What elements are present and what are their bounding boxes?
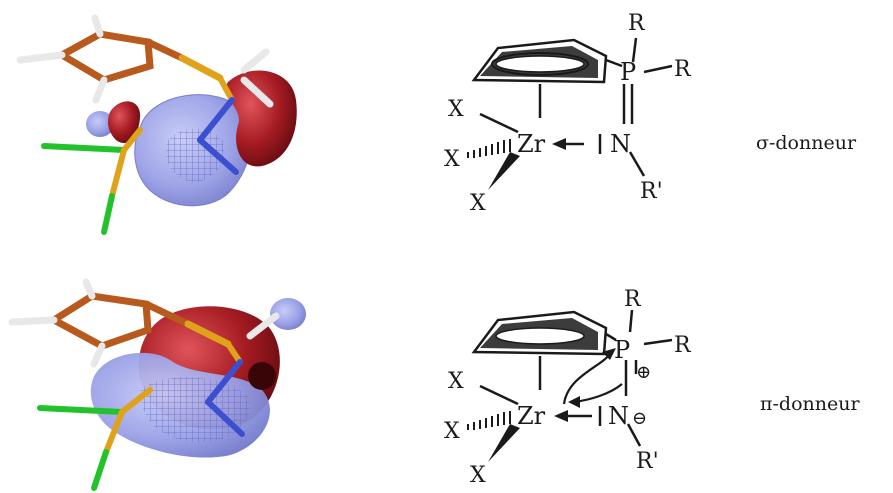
pi-small-blue-lobe xyxy=(270,298,306,330)
sigma-r-top: R xyxy=(628,11,646,36)
sigma-cp-pentagon xyxy=(471,38,608,84)
sigma-mesh xyxy=(165,128,225,182)
pi-r-prime: R' xyxy=(636,449,659,474)
pi-curved-arrow-2 xyxy=(573,383,623,404)
pi-n-label: N xyxy=(608,402,629,430)
sigma-structure xyxy=(467,37,673,190)
sigma-orbital-render xyxy=(16,14,297,235)
pi-mesh xyxy=(140,377,251,443)
pi-x-2: X xyxy=(444,419,460,444)
sigma-labels: Zr P N R R R' X X X σ-donneur xyxy=(444,11,857,216)
sigma-donor-label: σ-donneur xyxy=(756,132,857,154)
pi-r-top: R xyxy=(624,287,642,312)
sigma-p-label: P xyxy=(620,58,636,86)
sigma-x-3: X xyxy=(470,191,486,216)
pi-hydrogens xyxy=(8,278,280,368)
pi-structure xyxy=(467,309,673,462)
sigma-r-right: R xyxy=(674,57,692,82)
pi-curved-arrow-1 xyxy=(562,351,613,405)
sigma-small-blue-lobe xyxy=(86,111,114,137)
pi-labels: Zr P N ⊕ ⊖ R R R' X X X π-donneur xyxy=(444,287,860,488)
sigma-red-lobe-right xyxy=(225,70,297,167)
pi-n-charge: ⊖ xyxy=(632,408,647,429)
sigma-r-prime: R' xyxy=(640,179,663,204)
pi-p-charge: ⊕ xyxy=(636,362,651,383)
sigma-red-lobe-left xyxy=(108,101,141,144)
pi-cp-ring xyxy=(47,292,232,350)
pi-x-3: X xyxy=(470,463,486,488)
sigma-cp-ring xyxy=(54,30,224,84)
pi-orbital-render xyxy=(8,278,306,491)
sigma-x-2: X xyxy=(444,147,460,172)
pi-zr-label: Zr xyxy=(517,402,546,430)
pi-x-1: X xyxy=(448,369,464,394)
sigma-n-label: N xyxy=(610,130,631,158)
sigma-x-1: X xyxy=(448,97,464,122)
sigma-hydrogens xyxy=(16,14,274,108)
pi-donor-label: π-donneur xyxy=(760,393,860,415)
pi-r-right: R xyxy=(674,333,692,358)
sigma-zr-label: Zr xyxy=(517,130,546,158)
pi-p-label: P xyxy=(614,336,630,364)
